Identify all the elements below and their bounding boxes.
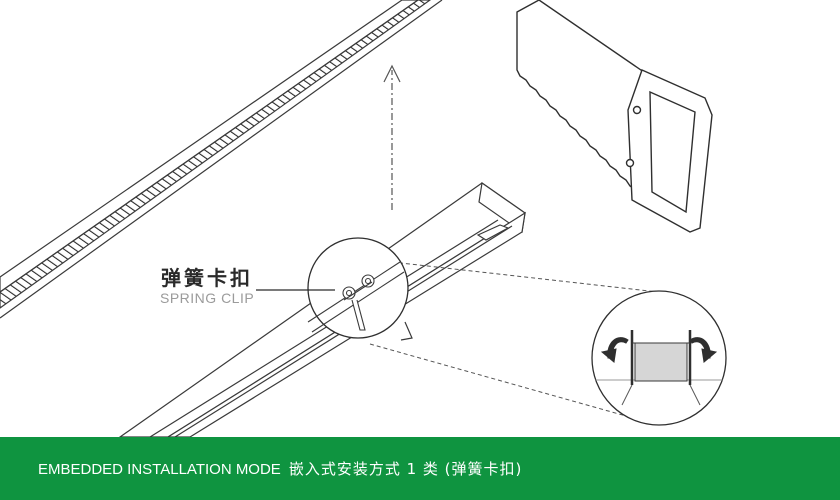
caption-bar: EMBEDDED INSTALLATION MODE 嵌入式安装方式 1 类 (弹…	[0, 437, 840, 500]
spring-clip-magnifier	[307, 237, 409, 339]
spring-clip-label-cn: 弹簧卡扣	[161, 266, 253, 290]
zoom-detail	[591, 290, 727, 426]
caption-english: EMBEDDED INSTALLATION MODE	[38, 461, 281, 478]
rotate-arrow-icon	[600, 337, 718, 363]
caption-text: EMBEDDED INSTALLATION MODE 嵌入式安装方式 1 类 (弹…	[38, 458, 522, 479]
zoom-leaders	[369, 261, 659, 426]
ceiling-edge	[0, 0, 443, 319]
caption-chinese: 嵌入式安装方式 1 类 (弹簧卡扣)	[288, 460, 523, 478]
installation-diagram	[0, 0, 727, 437]
saw-icon	[516, 0, 713, 233]
spring-clip-label-en: SPRING CLIP	[160, 290, 255, 306]
up-arrow-icon	[383, 64, 401, 210]
